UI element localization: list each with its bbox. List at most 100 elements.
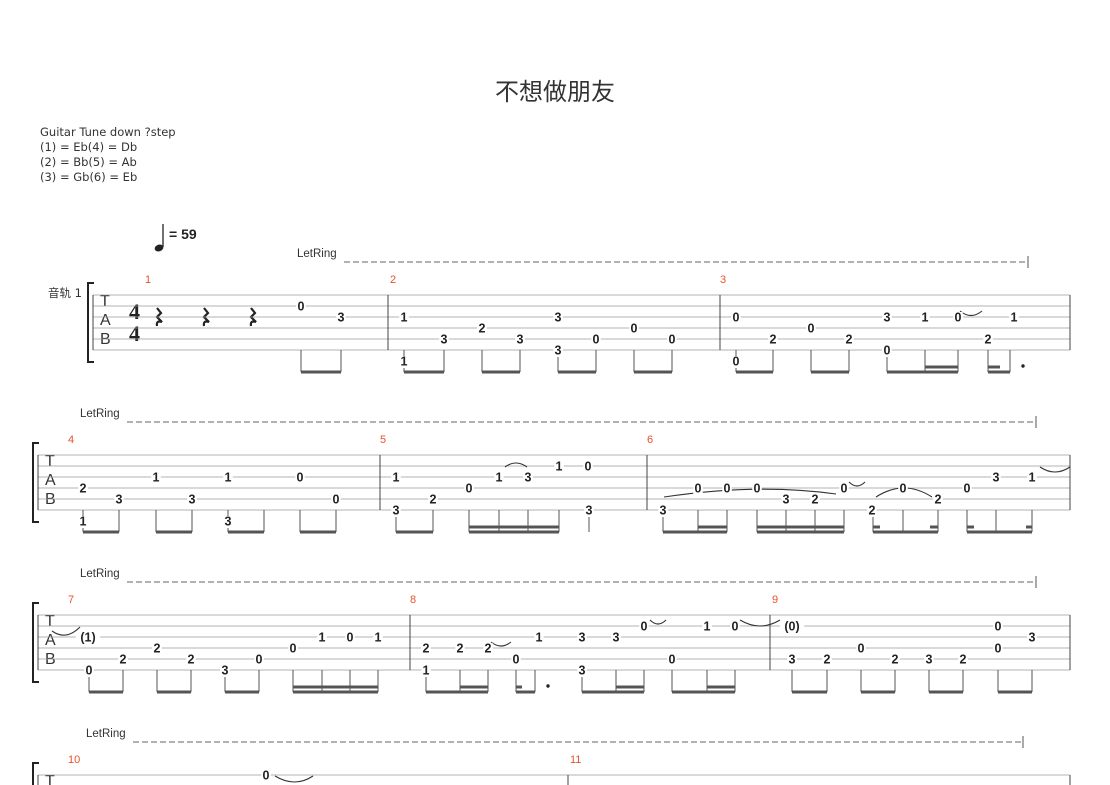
note-bg — [331, 494, 341, 506]
fret-number: 2 — [154, 642, 161, 656]
bar-number: 11 — [570, 754, 581, 766]
bar-number: 9 — [772, 594, 778, 606]
fret-number: 3 — [555, 344, 562, 358]
note-bg — [722, 483, 732, 495]
note-bg — [345, 632, 355, 644]
note-bg — [962, 483, 972, 495]
tab-clef-t: T — [45, 613, 55, 630]
dot — [546, 684, 550, 688]
fret-number: 2 — [960, 653, 967, 667]
note-bg — [867, 505, 877, 517]
fret-number: 0 — [297, 471, 304, 485]
fret-number: 2 — [824, 653, 831, 667]
note-bg — [114, 494, 124, 506]
note-bg — [554, 461, 564, 473]
fret-number: 3 — [338, 311, 345, 325]
note-bg — [220, 665, 230, 677]
fret-number: 0 — [86, 664, 93, 678]
tempo-value: = 59 — [169, 226, 197, 242]
note-bg — [261, 770, 271, 782]
fret-number: 0 — [256, 653, 263, 667]
note-bg — [1009, 312, 1019, 324]
note-bg — [373, 632, 383, 644]
note-bg — [186, 654, 196, 666]
fret-number: 3 — [660, 504, 667, 518]
fret-number: 0 — [669, 333, 676, 347]
fret-number: 0 — [808, 322, 815, 336]
fret-number: 3 — [884, 311, 891, 325]
note-bg — [254, 654, 264, 666]
fret-number: 2 — [985, 333, 992, 347]
note-bg — [223, 516, 233, 528]
note-bg — [933, 494, 943, 506]
fret-number: 3 — [926, 653, 933, 667]
note-bg — [1027, 632, 1037, 644]
fret-number: 1 — [319, 631, 326, 645]
rest-icon — [155, 307, 257, 327]
note-bg — [993, 643, 1003, 655]
note-bg — [78, 516, 88, 528]
fret-number: 1 — [401, 355, 408, 369]
fret-number: 1 — [536, 631, 543, 645]
fret-number: 2 — [430, 493, 437, 507]
note-bg — [553, 312, 563, 324]
note-bg — [515, 334, 525, 346]
tab-clef-t: T — [45, 453, 55, 470]
note-bg — [702, 621, 712, 633]
note-bg — [731, 356, 741, 368]
bar-number: 10 — [68, 754, 80, 766]
note-bg — [523, 472, 533, 484]
note-bg — [667, 334, 677, 346]
note-bg — [768, 334, 778, 346]
bar-number: 2 — [390, 274, 396, 286]
note-bg — [810, 494, 820, 506]
fret-number: 0 — [900, 482, 907, 496]
note-bg — [953, 312, 963, 324]
fret-number: 0 — [733, 355, 740, 369]
time-signature-top: 4 — [129, 299, 140, 324]
note-bg — [693, 483, 703, 495]
note-bg — [730, 621, 740, 633]
note-bg — [787, 654, 797, 666]
tab-clef-a: A — [100, 312, 111, 329]
note-bg — [399, 312, 409, 324]
tab-clef-a: A — [45, 472, 56, 489]
note-bg — [882, 345, 892, 357]
fret-number: 0 — [466, 482, 473, 496]
tuning-line-1: (1) = Eb(4) = Db — [40, 140, 138, 154]
bar-number: 3 — [720, 274, 726, 286]
note-bg — [421, 665, 431, 677]
fret-number: 2 — [846, 333, 853, 347]
bar-number: 5 — [380, 434, 386, 446]
note-bg — [152, 643, 162, 655]
let-ring-label: LetRing — [86, 728, 126, 740]
fret-number: 3 — [222, 664, 229, 678]
fret-number: 2 — [812, 493, 819, 507]
tuning-info: Guitar Tune down ?step (1) = Eb(4) = Db … — [40, 125, 176, 185]
tuning-header: Guitar Tune down ?step — [40, 125, 176, 139]
quarter-note-icon — [154, 244, 164, 252]
note-bg — [391, 505, 401, 517]
note-bg — [577, 632, 587, 644]
fret-number: 1 — [401, 311, 408, 325]
note-bg — [806, 323, 816, 335]
note-bg — [399, 356, 409, 368]
fret-number: 0 — [263, 769, 270, 783]
fret-number: 2 — [423, 642, 430, 656]
fret-number: 0 — [585, 460, 592, 474]
fret-number: (1) — [80, 631, 95, 645]
note-bg — [993, 621, 1003, 633]
note-bg — [781, 494, 791, 506]
fret-number: 0 — [884, 344, 891, 358]
note-bg — [611, 632, 621, 644]
fret-number: 3 — [613, 631, 620, 645]
note-bg — [1027, 472, 1037, 484]
fret-number: 3 — [441, 333, 448, 347]
note-bg — [553, 345, 563, 357]
note-bg — [658, 505, 668, 517]
fret-number: 2 — [457, 642, 464, 656]
note-bg — [151, 472, 161, 484]
fret-number: 1 — [1011, 311, 1018, 325]
note-bg — [822, 654, 832, 666]
note-bg — [958, 654, 968, 666]
